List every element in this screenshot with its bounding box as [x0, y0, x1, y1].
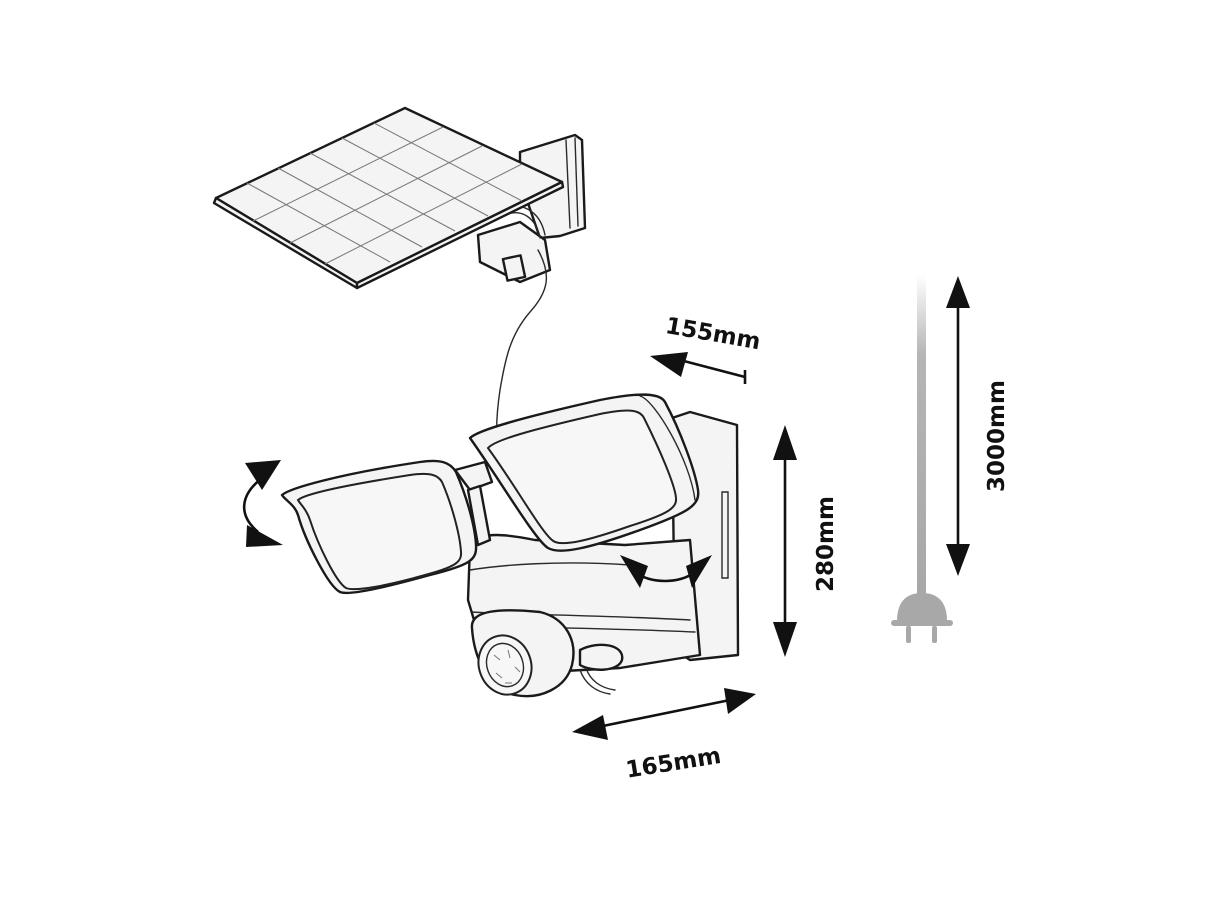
depth-dimension-arrow: [650, 352, 747, 384]
plug-icon: [891, 593, 953, 643]
cable-length-dimension-arrow: [946, 276, 970, 576]
swivel-rotation-arrow-icon: [620, 555, 712, 588]
tilt-rotation-arrow-icon: [242, 460, 283, 547]
height-dimension-arrow: [773, 425, 797, 657]
right-lamp-head: [468, 393, 700, 552]
width-dimension-arrow: [572, 688, 756, 740]
power-cable: [917, 275, 926, 595]
solar-panel: [212, 106, 565, 290]
height-dimension-label: 280mm: [813, 496, 839, 592]
connecting-cable: [495, 249, 548, 441]
lamp-arm: [453, 460, 494, 547]
left-lamp-head: [280, 459, 478, 595]
cable-length-dimension-label: 3000mm: [984, 380, 1010, 492]
solar-cell-grid: [246, 122, 523, 265]
pir-motion-sensor: [470, 609, 624, 698]
